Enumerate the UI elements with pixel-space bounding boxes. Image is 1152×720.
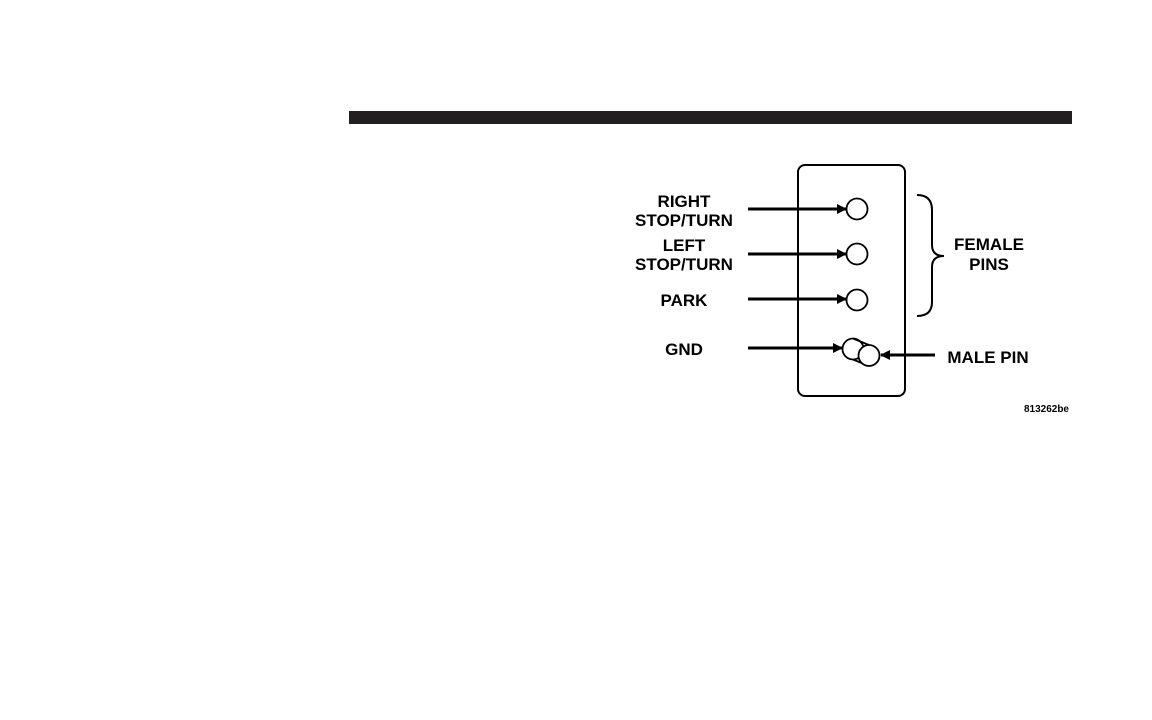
pin-left-stop-turn [847, 244, 868, 265]
label-male-pin: MALE PIN [947, 348, 1028, 367]
pin-right-stop-turn [847, 199, 868, 220]
label-right-line1: RIGHT [658, 192, 712, 211]
label-female-line1: FEMALE [954, 235, 1024, 254]
figure-code: 813262be [1024, 404, 1069, 415]
label-female-line2: PINS [969, 255, 1009, 274]
female-pins-brace [917, 195, 944, 316]
label-left-line2: STOP/TURN [635, 255, 733, 274]
label-gnd: GND [665, 340, 703, 359]
label-left-line1: LEFT [663, 236, 706, 255]
label-right-line2: STOP/TURN [635, 211, 733, 230]
label-park: PARK [661, 291, 709, 310]
male-pin [843, 339, 880, 367]
pin-park [847, 290, 868, 311]
